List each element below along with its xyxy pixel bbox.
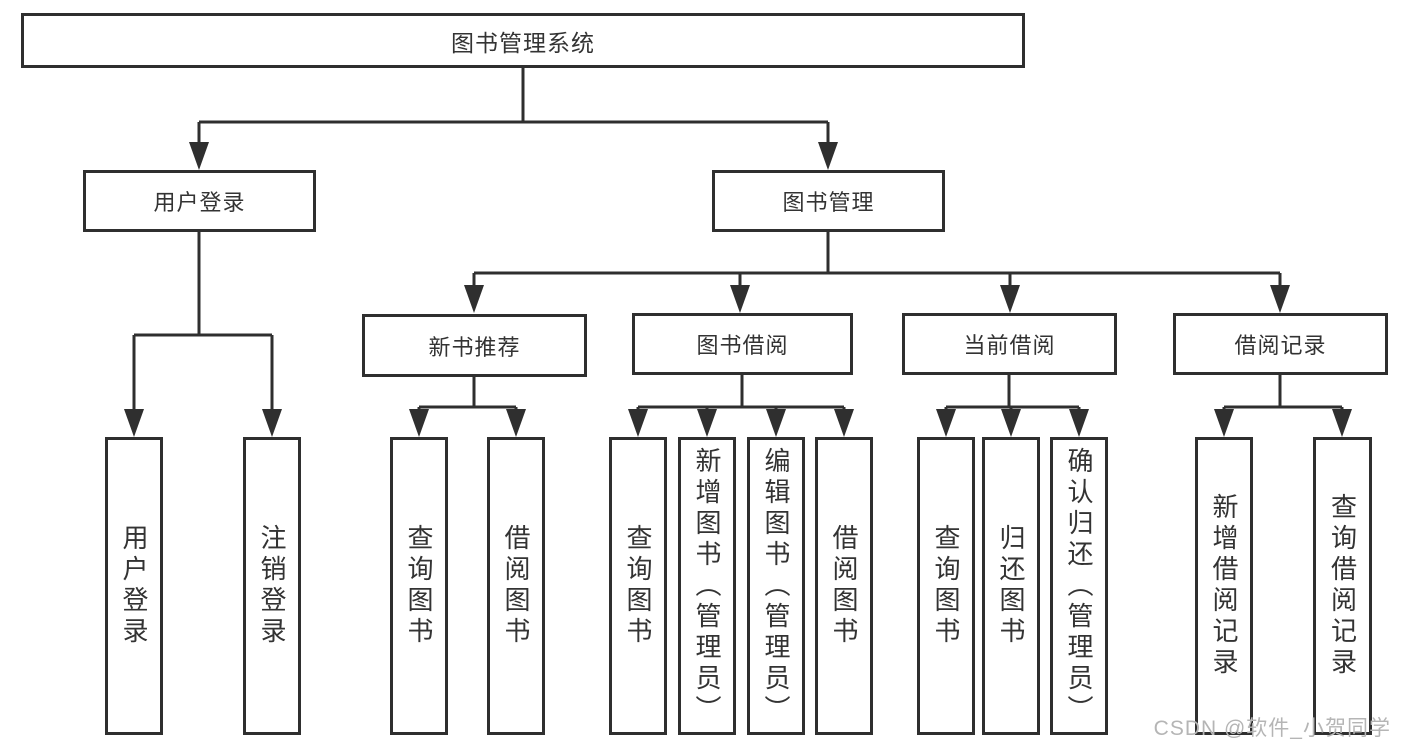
csdn-watermark: CSDN @软件_小贺同学 xyxy=(1153,717,1391,740)
leaf-label: 查询图书 xyxy=(623,524,653,648)
node-loan-records: 借阅记录 xyxy=(1173,313,1388,375)
leaf-label: 新增借阅记录 xyxy=(1209,493,1239,679)
leaf-borrow-books-2: 借阅图书 xyxy=(815,437,873,735)
node-book-management: 图书管理 xyxy=(712,170,945,232)
node-label: 图书管理 xyxy=(782,190,875,215)
node-label: 当前借阅 xyxy=(963,333,1056,358)
leaf-label: 确认归还（管理员） xyxy=(1064,446,1094,726)
leaf-query-books-3: 查询图书 xyxy=(917,437,975,735)
leaf-label: 编辑图书（管理员） xyxy=(761,446,791,726)
leaf-label: 归还图书 xyxy=(996,524,1026,648)
leaf-label: 查询图书 xyxy=(404,524,434,648)
node-book-borrowing: 图书借阅 xyxy=(632,313,853,375)
leaf-return-book: 归还图书 xyxy=(982,437,1040,735)
leaf-query-books-2: 查询图书 xyxy=(609,437,667,735)
node-user-login: 用户登录 xyxy=(83,170,316,232)
leaf-edit-book-admin: 编辑图书（管理员） xyxy=(747,437,805,735)
leaf-label: 借阅图书 xyxy=(829,524,859,648)
leaf-add-book-admin: 新增图书（管理员） xyxy=(678,437,736,735)
leaf-label: 用户登录 xyxy=(119,524,149,648)
node-current-loans: 当前借阅 xyxy=(902,313,1117,375)
leaf-label: 注销登录 xyxy=(257,524,287,648)
leaf-label: 查询图书 xyxy=(931,524,961,648)
node-new-book-recommend: 新书推荐 xyxy=(362,314,587,377)
node-label: 新书推荐 xyxy=(428,334,521,360)
leaf-logout: 注销登录 xyxy=(243,437,301,735)
node-label: 图书管理系统 xyxy=(451,29,595,56)
leaf-query-books-1: 查询图书 xyxy=(390,437,448,735)
leaf-label: 新增图书（管理员） xyxy=(692,446,722,726)
leaf-borrow-books-1: 借阅图书 xyxy=(487,437,545,735)
leaf-label: 查询借阅记录 xyxy=(1327,493,1358,679)
node-root-library-system: 图书管理系统 xyxy=(21,13,1025,68)
node-label: 用户登录 xyxy=(153,190,246,215)
leaf-label: 借阅图书 xyxy=(501,524,531,648)
leaf-user-login: 用户登录 xyxy=(105,437,163,735)
leaf-add-loan-record: 新增借阅记录 xyxy=(1195,437,1253,735)
leaf-query-loan-record: 查询借阅记录 xyxy=(1313,437,1372,735)
node-label: 借阅记录 xyxy=(1234,333,1327,358)
arrowheads xyxy=(124,142,1352,437)
leaf-confirm-return-admin: 确认归还（管理员） xyxy=(1050,437,1108,735)
node-label: 图书借阅 xyxy=(696,333,789,358)
